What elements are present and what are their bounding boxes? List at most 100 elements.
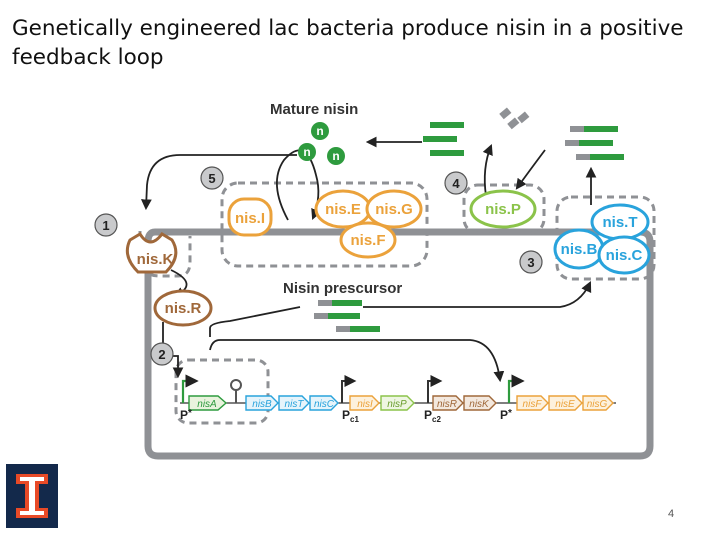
cleaved-leader-fragments xyxy=(499,107,530,130)
promoter-p-star-1 xyxy=(181,374,199,403)
promoter-pc2 xyxy=(427,375,443,403)
nisin-molecule: n xyxy=(298,143,316,161)
protein-nisG: nis.G xyxy=(365,189,423,229)
slide-title: Genetically engineered lac bacteria prod… xyxy=(12,16,684,70)
svg-text:nis.G: nis.G xyxy=(375,201,413,218)
protein-nisP: nis.P xyxy=(469,189,537,229)
svg-text:nisF: nisF xyxy=(523,399,543,410)
arrow-nisP-to-mature xyxy=(482,144,493,197)
mature-nisin-bar xyxy=(430,150,464,156)
protein-nisR: nis.R xyxy=(153,289,213,327)
promoter-label-pc2: Pc2 xyxy=(424,408,441,424)
protein-nisK: nis.K xyxy=(125,231,178,274)
svg-text:nisT: nisT xyxy=(285,399,305,410)
gene-nisG: nisG xyxy=(582,395,614,411)
svg-text:nisP: nisP xyxy=(387,399,407,410)
promoter-pc1 xyxy=(341,375,357,403)
protein-nisC: nis.C xyxy=(597,235,651,275)
svg-text:nisB: nisB xyxy=(252,399,272,410)
step-badge-1: 1 xyxy=(94,213,118,237)
svg-text:nisR: nisR xyxy=(437,399,457,410)
svg-text:n: n xyxy=(332,149,339,163)
svg-text:2: 2 xyxy=(158,347,165,362)
svg-text:nisG: nisG xyxy=(587,399,608,410)
precursor-leader xyxy=(576,154,590,160)
precursor-core xyxy=(350,326,380,332)
precursor-leader xyxy=(314,313,328,319)
group-outline-nisI-nisEGF xyxy=(220,181,429,268)
svg-text:nis.C: nis.C xyxy=(606,247,643,264)
svg-text:nis.E: nis.E xyxy=(325,201,361,218)
precursor-leader xyxy=(318,300,332,306)
mature-nisin-bars xyxy=(423,122,464,156)
nisin-molecule: n xyxy=(311,122,329,140)
precursor-leader xyxy=(336,326,350,332)
promoter-label-p-star-1: P* xyxy=(180,408,192,422)
protein-nisB: nis.B xyxy=(553,228,605,270)
leader-fragment xyxy=(517,111,530,124)
step-badge-5: 5 xyxy=(200,166,224,190)
svg-text:nisC: nisC xyxy=(314,399,335,410)
svg-text:3: 3 xyxy=(527,255,534,270)
svg-text:nisI: nisI xyxy=(357,399,373,410)
gene-nisC: nisC xyxy=(309,395,339,411)
arrow-nisin-into-membrane xyxy=(275,149,322,221)
page-number: 4 xyxy=(668,508,675,520)
svg-text:5: 5 xyxy=(208,171,215,186)
svg-text:4: 4 xyxy=(452,176,460,191)
gene-nisP: nisP xyxy=(380,395,415,411)
gene-nisR: nisR xyxy=(432,395,464,411)
svg-text:nis.K: nis.K xyxy=(137,251,174,268)
protein-nisE: nis.E xyxy=(314,189,372,229)
leader-fragment xyxy=(507,117,520,130)
gene-map: nisA nisB nisT nisC nisI nisP nisR nisK xyxy=(180,374,616,424)
protein-nisI: nis.I xyxy=(227,197,273,237)
protein-nisF: nis.F xyxy=(339,221,397,259)
step-badge-4: 4 xyxy=(444,171,468,195)
protein-nisT: nis.T xyxy=(590,203,650,241)
cell-membrane xyxy=(144,228,654,460)
arrow-precursor-to-nisTBC xyxy=(363,281,592,308)
svg-text:nisE: nisE xyxy=(555,399,575,410)
precursor-core xyxy=(579,140,613,146)
gene-nisI: nisI xyxy=(349,395,380,411)
precursor-core xyxy=(584,126,618,132)
svg-text:nis.F: nis.F xyxy=(350,232,385,249)
group-outline-nisP xyxy=(462,183,546,235)
precursor-core xyxy=(590,154,624,160)
precursor-core xyxy=(332,300,362,306)
precursor-core xyxy=(328,313,360,319)
group-outline-nisK xyxy=(138,231,192,278)
svg-text:nisA: nisA xyxy=(197,399,217,410)
gene-nisE: nisE xyxy=(548,395,583,411)
svg-text:n: n xyxy=(316,124,323,138)
svg-text:nis.I: nis.I xyxy=(235,210,265,227)
precursor-leader xyxy=(565,140,579,146)
svg-text:nisK: nisK xyxy=(469,399,490,410)
arrow-dna-to-nisEGF xyxy=(209,306,301,337)
leader-fragment xyxy=(499,107,512,120)
university-logo-icon xyxy=(6,464,58,528)
arrow-export-to-nisP xyxy=(515,149,546,190)
promoter-label-pc1: Pc1 xyxy=(342,408,359,424)
promoter-label-p-star-2: P* xyxy=(500,408,512,422)
nisin-precursor-label: Nisin prescursor xyxy=(283,280,402,297)
step-badge-3: 3 xyxy=(519,250,543,274)
gene-nisK: nisK xyxy=(463,395,497,411)
step-badge-2: 2 xyxy=(150,342,174,366)
gene-nisB: nisB xyxy=(245,395,279,411)
promoter-p-star-2 xyxy=(507,374,525,403)
svg-text:nis.T: nis.T xyxy=(602,214,637,231)
gene-nisA: nisA xyxy=(188,395,228,411)
svg-text:nis.P: nis.P xyxy=(485,201,521,218)
gene-nisT: nisT xyxy=(278,395,310,411)
internal-precursor-bars xyxy=(314,300,380,332)
terminator-hairpin xyxy=(230,379,242,403)
svg-text:n: n xyxy=(303,145,310,159)
nisin-molecule: n xyxy=(327,147,345,165)
gene-nisF: nisF xyxy=(516,395,549,411)
arrow-nisin-to-nisK xyxy=(140,154,297,211)
svg-text:1: 1 xyxy=(102,218,109,233)
mature-nisin-label: Mature nisin xyxy=(270,101,358,118)
